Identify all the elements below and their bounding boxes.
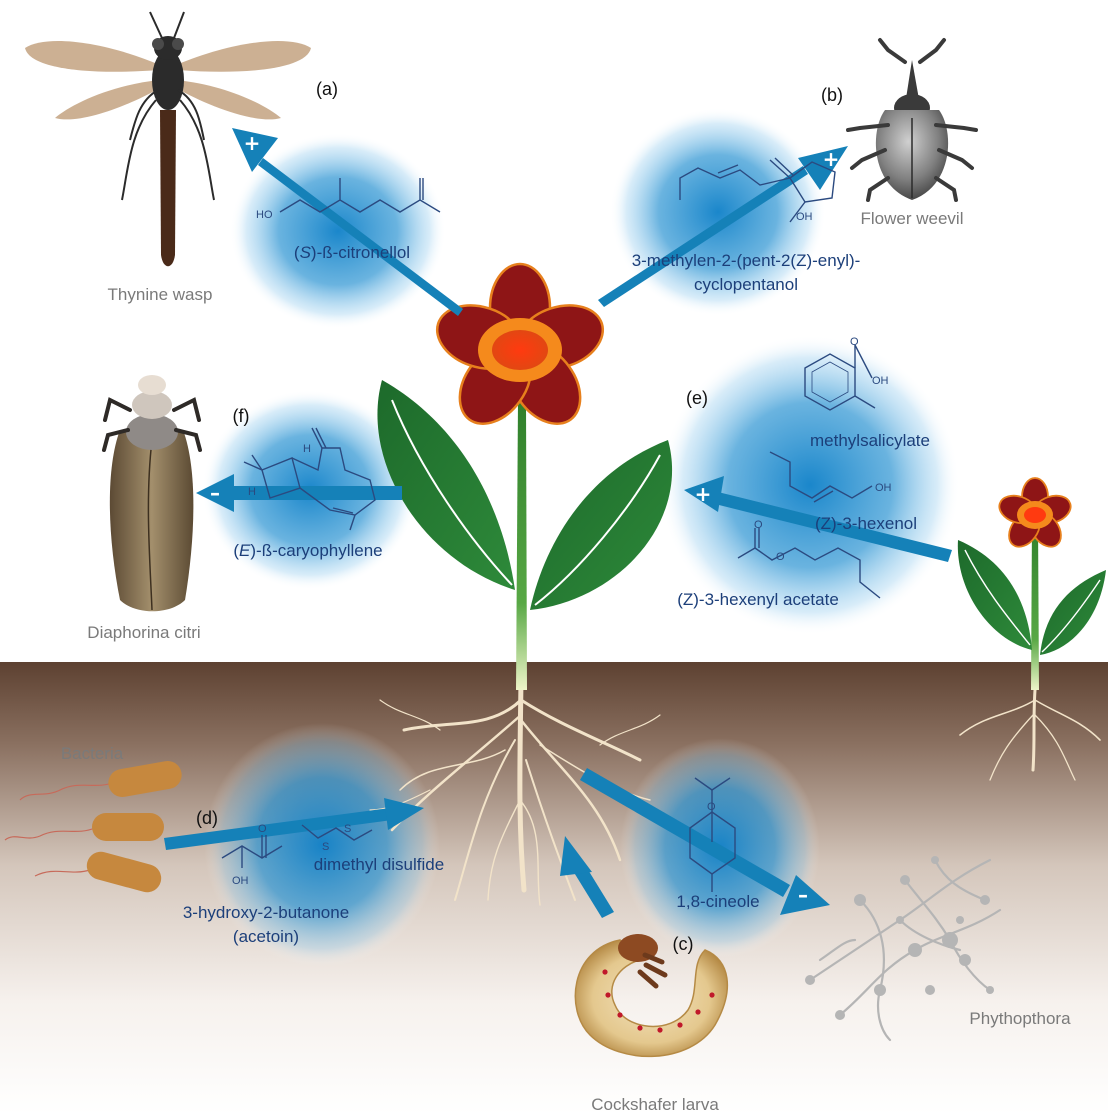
effect-cineole: – (798, 883, 808, 907)
label-caryophyllene: (E)-ß-caryophyllene (233, 541, 382, 560)
atom-s-2: S (344, 823, 351, 835)
panel-d: (d) (196, 808, 218, 828)
atom-o-carbonyl: O (850, 336, 859, 348)
effect-caryophyllene: – (210, 481, 220, 505)
small-plant (958, 478, 1106, 690)
leaf-right (530, 440, 672, 610)
diaphorina-citri (104, 375, 200, 611)
label-acetoin-line1: 3-hydroxy-2-butanone (183, 903, 349, 922)
label-diaphorina: Diaphorina citri (87, 623, 200, 642)
label-thynine-wasp: Thynine wasp (108, 285, 213, 304)
label-hexenol: (Z)-3-hexenol (815, 514, 917, 533)
panel-b: (b) (821, 85, 843, 105)
label-flower-weevil: Flower weevil (861, 209, 964, 228)
flower-weevil (848, 40, 976, 200)
soil (0, 662, 1108, 1114)
atom-o-acetate: O (754, 519, 763, 531)
atom-o-acetoin: O (258, 823, 267, 835)
panel-f: (f) (233, 406, 250, 426)
panel-a: (a) (316, 79, 338, 99)
panel-e: (e) (686, 388, 708, 408)
label-dimethyl-disulfide: dimethyl disulfide (314, 855, 444, 874)
label-citronellol: (S)-ß-citronellol (294, 243, 410, 262)
atom-h-top: H (303, 443, 311, 455)
label-hexenyl-acetate: (Z)-3-hexenyl acetate (677, 590, 839, 609)
atom-ho: HO (256, 209, 273, 221)
main-stem (516, 400, 527, 690)
atom-oh-salicylate: OH (872, 375, 889, 387)
label-cyclopentanol-line2: cyclopentanol (694, 275, 798, 294)
effect-green-leaf: + (695, 482, 712, 506)
atom-oh-acetoin: OH (232, 875, 249, 887)
label-phytophthora: Phythopthora (969, 1009, 1071, 1028)
effect-citronellol: + (244, 131, 261, 155)
label-acetoin-line2: (acetoin) (233, 927, 299, 946)
atom-o-ester: O (776, 551, 785, 563)
label-larva: Cockshafer larva (591, 1095, 719, 1114)
atom-oh-hexenol: OH (875, 482, 892, 494)
atom-o-cineole: O (707, 801, 716, 813)
label-bacteria: Bacteria (61, 744, 124, 763)
atom-oh-cyclopentanol: OH (796, 211, 813, 223)
atom-s-1: S (322, 841, 329, 853)
panel-c: (c) (673, 934, 694, 954)
atom-h-left: H (248, 486, 256, 498)
label-cyclopentanol-line1: 3-methylen-2-(pent-2(Z)-enyl)- (632, 251, 861, 270)
label-cineole: 1,8-cineole (676, 892, 759, 911)
label-methylsalicylate: methylsalicylate (810, 431, 930, 450)
